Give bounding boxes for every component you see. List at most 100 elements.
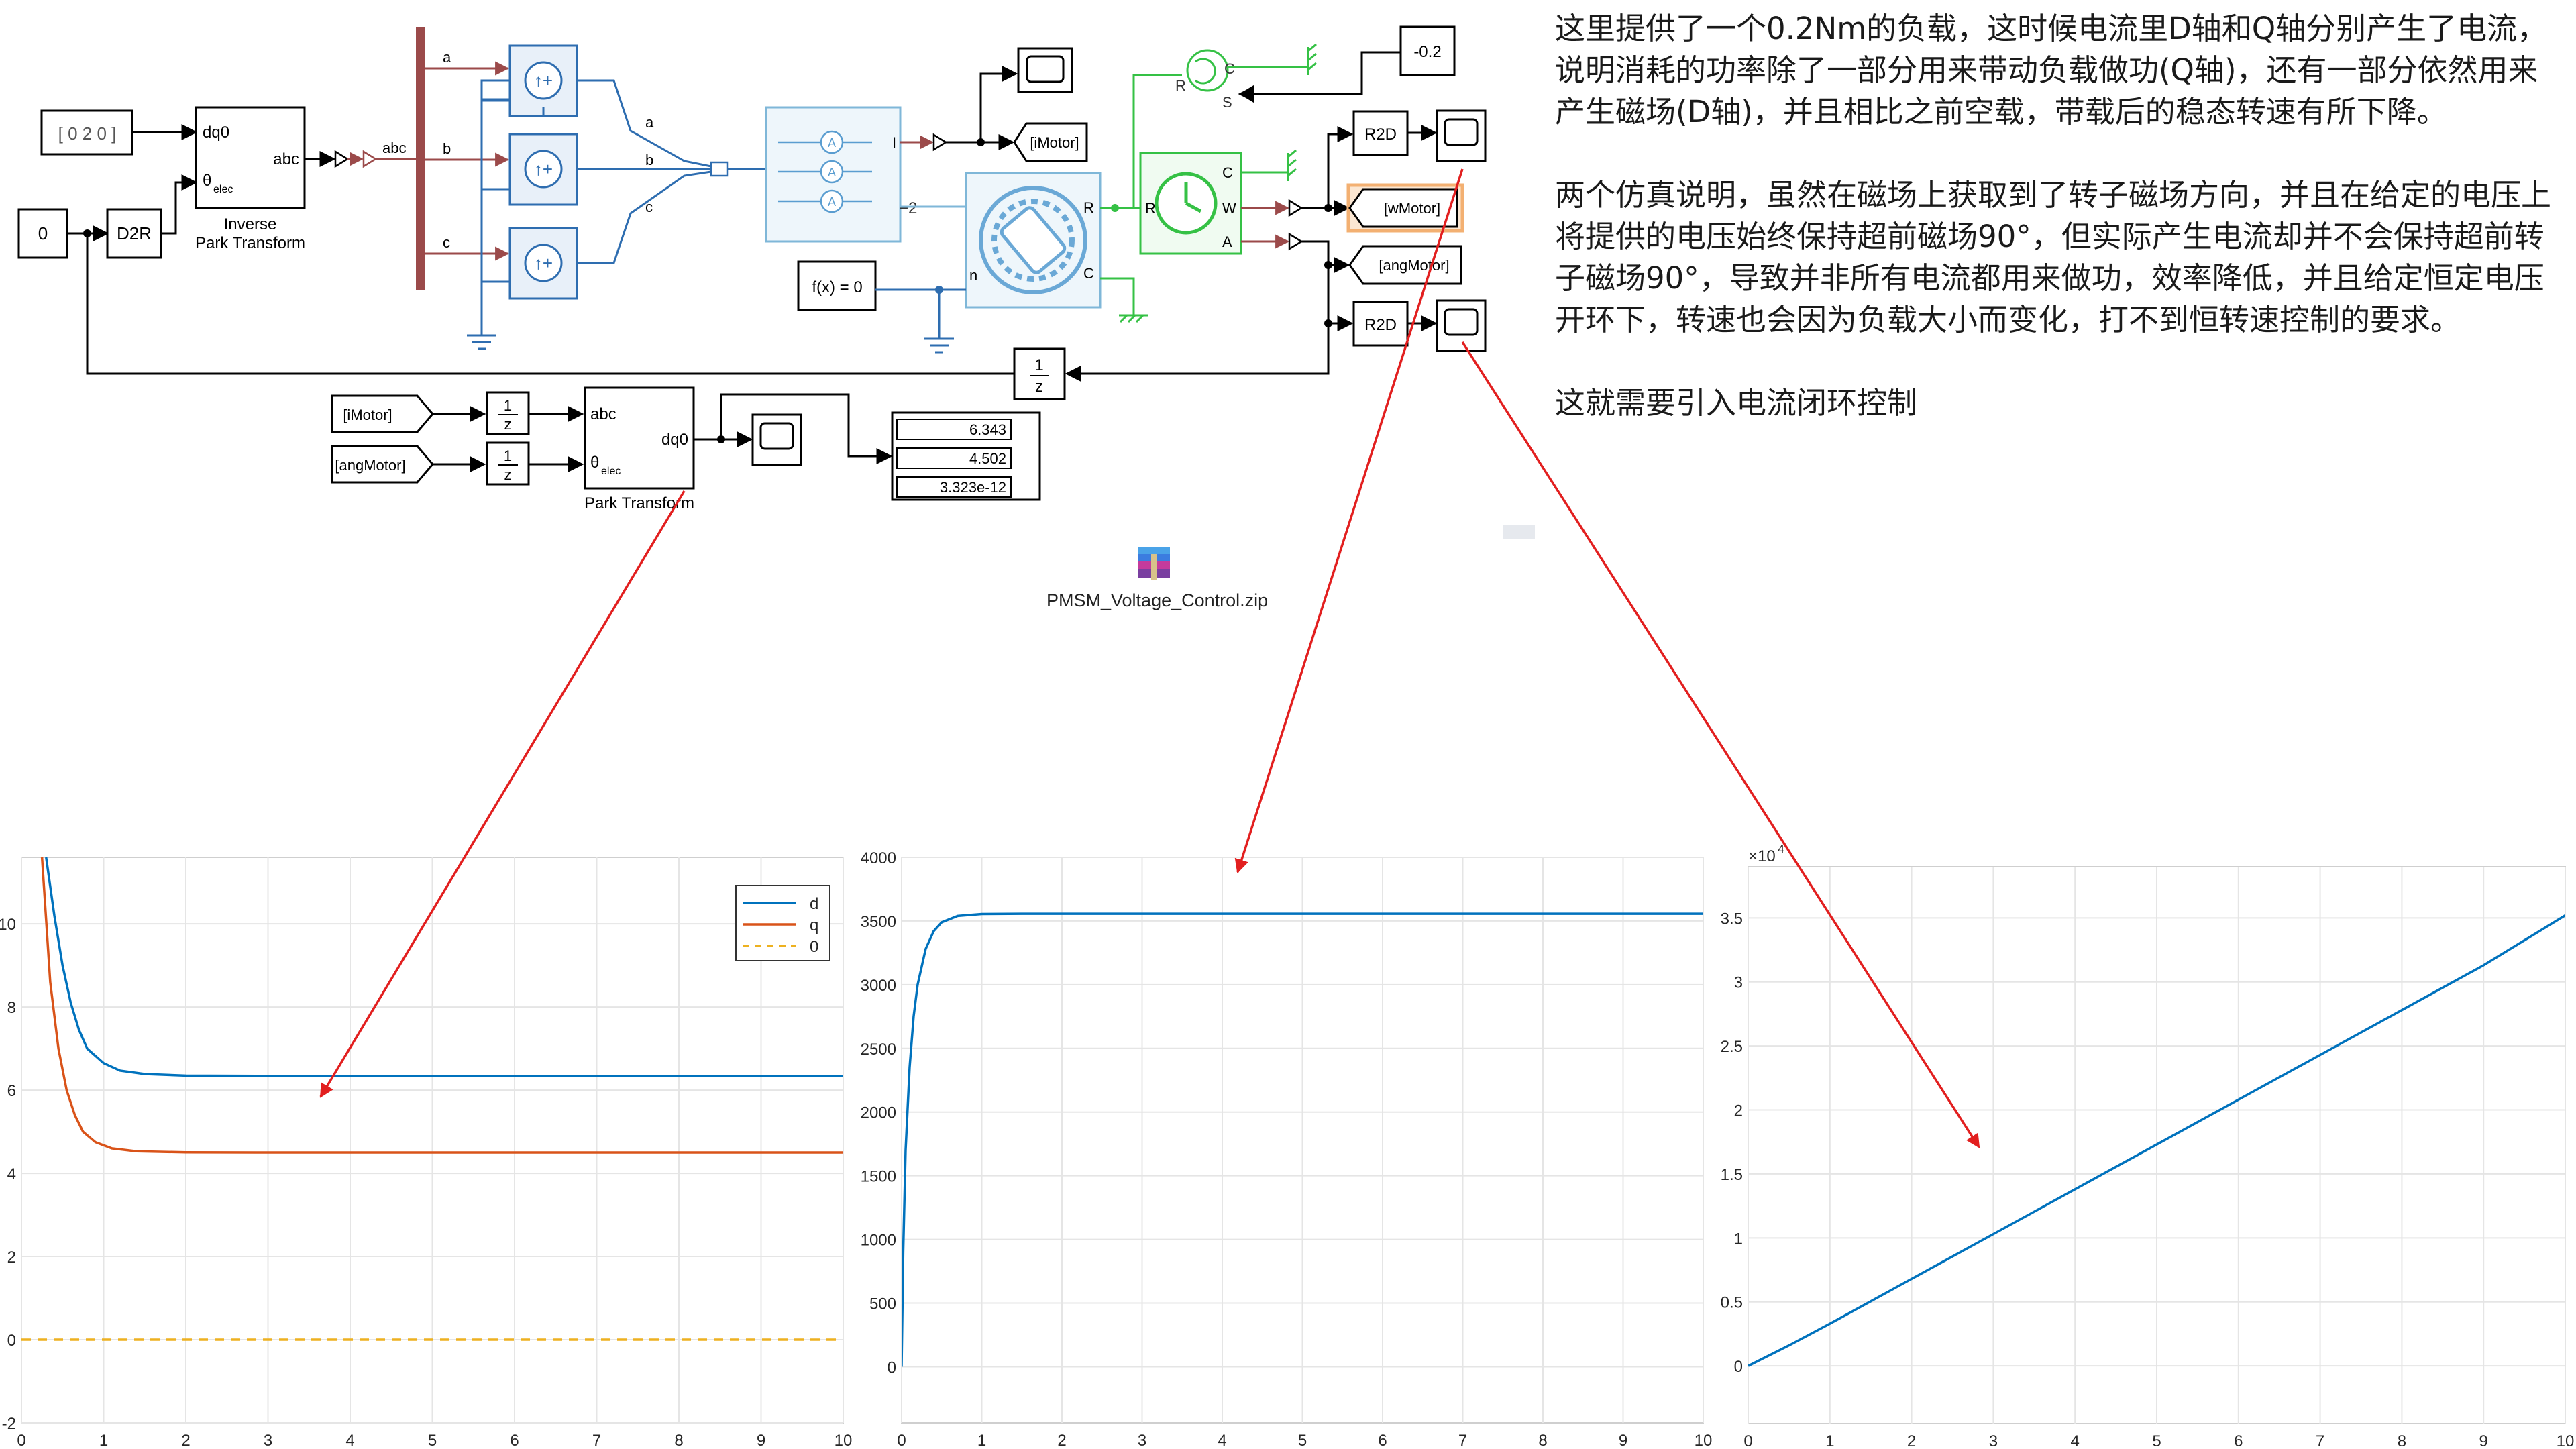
- series-line-d: [45, 857, 843, 1077]
- mux-label-a: a: [645, 114, 654, 131]
- torque-port-c: C: [1224, 60, 1235, 77]
- d2r-block[interactable]: D2R: [106, 208, 162, 259]
- scope-current[interactable]: [1017, 47, 1073, 93]
- y-tick-label: 0.5: [1721, 1294, 1743, 1312]
- x-tick-label: 3: [1138, 1432, 1146, 1449]
- goto-imotor[interactable]: [iMotor]: [1013, 122, 1088, 162]
- current-sensor-block[interactable]: AAA I: [765, 106, 902, 243]
- park-in2: θ: [590, 453, 599, 472]
- legend-label: d: [810, 895, 818, 913]
- unit-delay-angle[interactable]: 1 z: [486, 441, 530, 486]
- r2d-block-speed[interactable]: R2D: [1352, 110, 1409, 156]
- svg-text:↑+: ↑+: [534, 159, 553, 179]
- x-tick-label: 4: [2071, 1432, 2080, 1449]
- constant-dq-block[interactable]: [ 0 2 0 ]: [40, 109, 133, 156]
- zip-attachment[interactable]: PMSM_Voltage_Control.zip: [1046, 543, 1268, 611]
- display-value-2: 4.502: [969, 450, 1006, 467]
- x-tick-label: 6: [1378, 1432, 1387, 1449]
- inverse-park-block[interactable]: dq0 θ elec abc Inverse Park Transform: [195, 106, 306, 252]
- note-paragraph-3: 这就需要引入电流闭环控制: [1555, 385, 1918, 421]
- svg-text:A: A: [828, 195, 836, 209]
- park-transform-block[interactable]: abc θ elec dq0 Park Transform: [584, 386, 695, 513]
- goto-imotor-label: [iMotor]: [1030, 134, 1079, 151]
- inv-park-in2: θ: [203, 172, 211, 190]
- inv-park-out: abc: [273, 150, 299, 168]
- series-line-main: [1748, 914, 2565, 1367]
- pmsm-motor-block[interactable]: R C n: [965, 172, 1102, 309]
- sensor-port-a: A: [1222, 233, 1232, 250]
- note-paragraph-1: 这里提供了一个0.2Nm的负载，这时候电流里D轴和Q轴分别产生了电流，说明消耗的…: [1555, 11, 2548, 129]
- y-tick-label: 8: [7, 999, 16, 1017]
- x-tick-label: 0: [897, 1432, 906, 1449]
- torque-port-r: R: [1175, 77, 1186, 94]
- goto-angmotor[interactable]: [angMotor]: [1348, 245, 1462, 285]
- r2d-block-angle[interactable]: R2D: [1352, 301, 1409, 347]
- goto-wmotor[interactable]: [wMotor]: [1346, 183, 1464, 233]
- y-tick-label: 2500: [861, 1040, 896, 1059]
- motion-sensor-block[interactable]: C W A R: [1139, 152, 1242, 255]
- x-tick-label: 1: [977, 1432, 986, 1449]
- constant-zero-block[interactable]: 0: [17, 208, 68, 259]
- delay-i-den: z: [504, 416, 512, 433]
- inv-park-title1: Inverse: [224, 215, 277, 233]
- bus-label-b: b: [443, 140, 451, 157]
- unit-delay-feedback[interactable]: 1 z: [1013, 347, 1066, 400]
- display-block: 6.343 4.502 3.323e-12: [891, 411, 1041, 501]
- scope-angle[interactable]: [1436, 299, 1487, 352]
- voltage-source-c[interactable]: ↑+: [508, 227, 578, 300]
- x-tick-label: 4: [345, 1432, 354, 1449]
- svg-text:A: A: [828, 136, 836, 150]
- bus-demux: [416, 27, 425, 290]
- mech-ground-icon: [1119, 314, 1148, 323]
- x-tick-label: 10: [2557, 1432, 2575, 1449]
- from-angmotor[interactable]: [angMotor]: [331, 445, 434, 484]
- sensor-port-w: W: [1222, 200, 1236, 217]
- torque-source-block[interactable]: R C S: [1175, 49, 1235, 111]
- x-tick-label: 9: [1619, 1432, 1627, 1449]
- from-imotor[interactable]: [iMotor]: [331, 394, 434, 433]
- ground-icon-sources: [467, 334, 496, 350]
- y-tick-label: 2.5: [1721, 1038, 1743, 1056]
- voltage-source-a[interactable]: ↑+: [508, 44, 578, 117]
- inv-park-in2-sub: elec: [213, 184, 233, 195]
- y-tick-label: 0: [1734, 1358, 1743, 1376]
- y-tick-label: -2: [2, 1415, 16, 1433]
- x-tick-label: 4: [1218, 1432, 1226, 1449]
- y-tick-label: 2: [7, 1248, 16, 1267]
- x-tick-label: 7: [592, 1432, 601, 1449]
- from-angmotor-label: [angMotor]: [335, 457, 405, 474]
- arrow-to-angle-chart: [1461, 341, 1980, 1148]
- faint-marker: [1503, 525, 1535, 539]
- load-constant-block[interactable]: -0.2: [1399, 25, 1456, 76]
- x-tick-label: 7: [2316, 1432, 2324, 1449]
- park-in1: abc: [590, 405, 616, 423]
- r2d-angle-label: R2D: [1364, 316, 1397, 334]
- sensor-port-r: R: [1145, 200, 1156, 217]
- voltage-source-b[interactable]: ↑+: [508, 133, 578, 206]
- unit-delay-current[interactable]: 1 z: [486, 391, 530, 435]
- x-tick-label: 2: [1057, 1432, 1066, 1449]
- y-tick-label: 0: [888, 1358, 896, 1377]
- axis-exponent-power: 4: [1778, 843, 1784, 856]
- y-tick-label: 1500: [861, 1168, 896, 1186]
- arrow-to-dq-chart: [319, 490, 686, 1098]
- delay-a-den: z: [504, 466, 512, 483]
- from-imotor-label: [iMotor]: [343, 407, 392, 423]
- current-sensor-out-label: I: [892, 134, 896, 151]
- y-tick-label: 4000: [861, 849, 896, 867]
- scope-dq[interactable]: [751, 413, 802, 466]
- scope-speed[interactable]: [1436, 109, 1487, 162]
- x-tick-label: 1: [1825, 1432, 1834, 1449]
- x-tick-label: 2: [1907, 1432, 1916, 1449]
- r2d-speed-label: R2D: [1364, 125, 1397, 144]
- x-tick-label: 10: [835, 1432, 853, 1449]
- series-line-q: [40, 857, 843, 1154]
- delay-a-num: 1: [504, 447, 512, 464]
- y-tick-label: 3000: [861, 977, 896, 995]
- x-tick-label: 0: [1743, 1432, 1752, 1449]
- solver-config-block[interactable]: f(x) = 0: [797, 260, 877, 311]
- x-tick-label: 6: [2234, 1432, 2243, 1449]
- x-tick-label: 1: [99, 1432, 108, 1449]
